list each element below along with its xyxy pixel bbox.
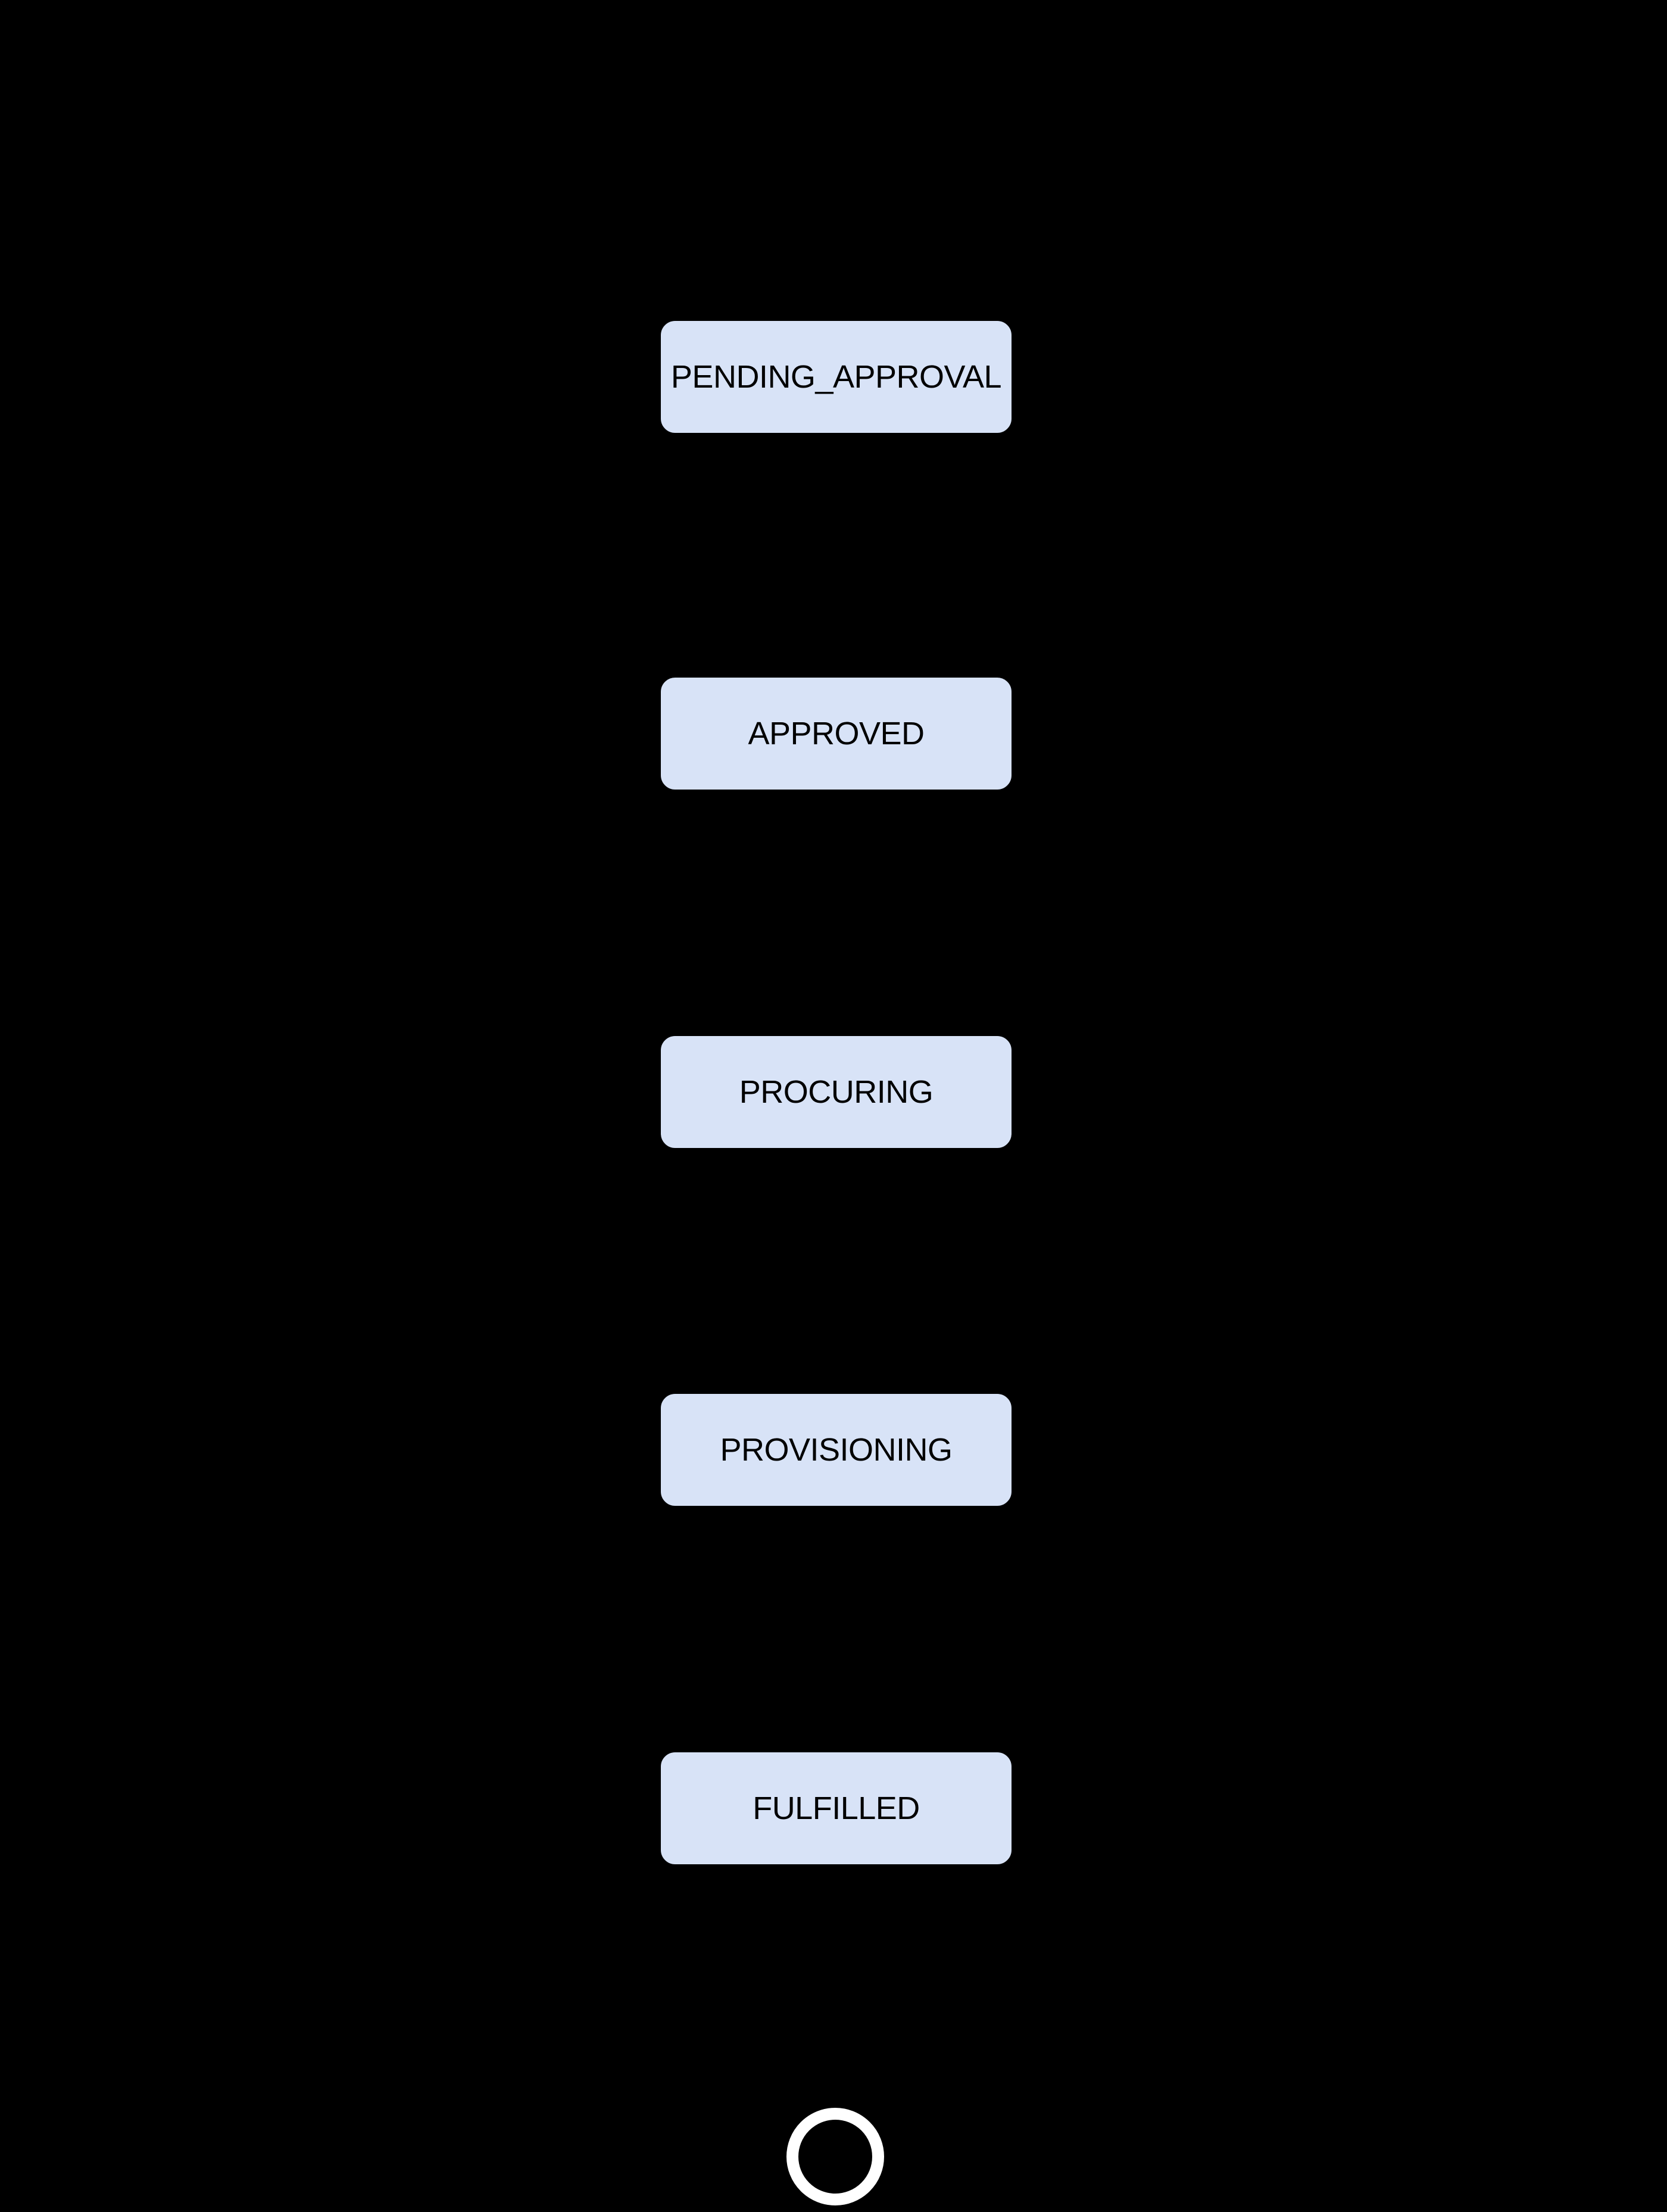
- state-node-label: PENDING_APPROVAL: [670, 359, 1002, 395]
- state-node-label: FULFILLED: [753, 1790, 920, 1826]
- state-node-procuring: PROCURING: [660, 1035, 1013, 1149]
- state-node-label: PROCURING: [739, 1074, 934, 1110]
- state-node-label: APPROVED: [748, 716, 925, 751]
- state-node-approved: APPROVED: [660, 676, 1013, 791]
- state-node-label: PROVISIONING: [720, 1432, 953, 1468]
- state-node-provisioning: PROVISIONING: [660, 1393, 1013, 1507]
- final-state-ring-icon: [786, 2108, 884, 2205]
- state-node-pending-approval: PENDING_APPROVAL: [660, 320, 1013, 434]
- state-node-fulfilled: FULFILLED: [660, 1751, 1013, 1865]
